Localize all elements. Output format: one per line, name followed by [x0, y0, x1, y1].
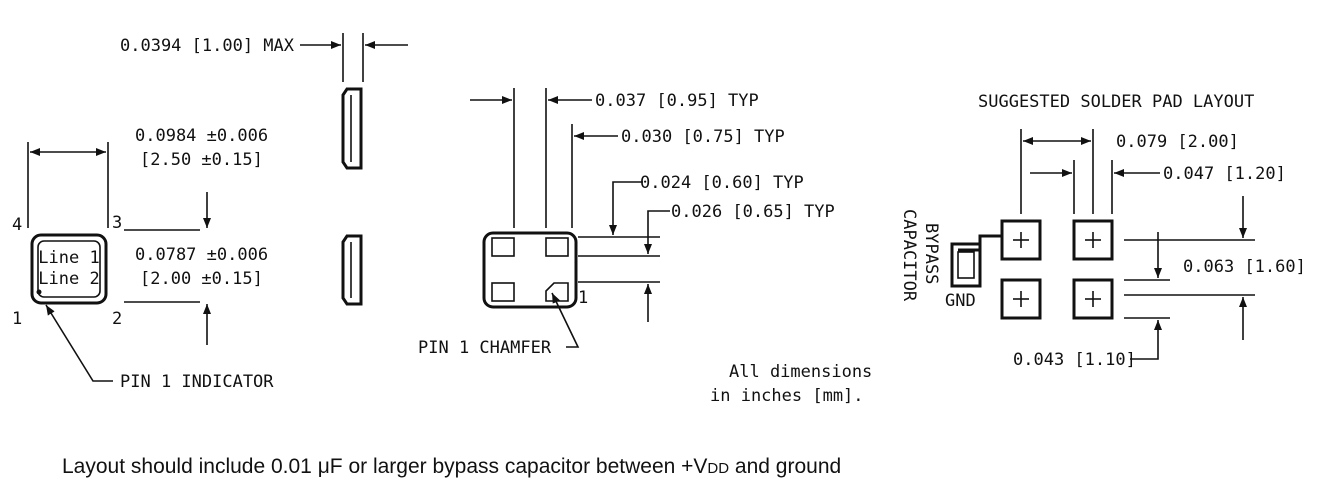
side-profile-top: [341, 87, 363, 170]
thickness-dimension: 0.0394 [1.00] MAX: [120, 36, 295, 56]
gnd-label: GND: [945, 291, 976, 311]
bottom-pin1-label: 1: [578, 288, 588, 308]
marking-line2: Line 2: [38, 269, 99, 289]
pin1-label: 1: [12, 309, 22, 329]
pin4-label: 4: [12, 215, 22, 235]
bottom-view: 1 0.037 [0.95] TYP 0.030 [0.75] TYP 0.02…: [418, 88, 872, 406]
bypass-note-subscript: DD: [707, 460, 729, 477]
bypass-note: Layout should include 0.01 μF or larger …: [62, 455, 841, 478]
height-dimension: 0.0787 ±0.006: [135, 245, 268, 265]
pad-h-dimension: 0.043 [1.10]: [1013, 350, 1136, 370]
pad-chamfer-pin1: [545, 282, 569, 302]
bypass-label: BYPASS: [921, 223, 941, 284]
top-view: Line 1 Line 2 0.0984 ±0.006 [2.50 ±0.15]…: [12, 126, 274, 392]
capacitor-outline: [950, 242, 982, 288]
marking-line1: Line 1: [38, 248, 99, 268]
pad-plus-icons: [1013, 232, 1101, 307]
pad-width-dimension: 0.030 [0.75] TYP: [621, 127, 785, 147]
pad-h-arrow-bottom: [1130, 320, 1162, 360]
pitch-dimension: 0.037 [0.95] TYP: [595, 91, 759, 111]
pad-top-left: [491, 237, 515, 257]
width-dimension: 0.0984 ±0.006: [135, 126, 268, 146]
height-dimension-mm: [2.00 ±0.15]: [140, 269, 263, 289]
units-note-line2: in inches [mm].: [710, 386, 864, 406]
pitch-y-dimension: 0.063 [1.60]: [1183, 257, 1306, 277]
pin2-label: 2: [112, 309, 122, 329]
package-inner-outline: [37, 240, 101, 298]
pad-w-dimension: 0.047 [1.20]: [1163, 164, 1286, 184]
pad-height-dimension: 0.024 [0.60] TYP: [640, 173, 804, 193]
pad-height-arrow: [609, 181, 643, 235]
solder-pad-top-left: [1000, 219, 1042, 261]
chamfer-label: PIN 1 CHAMFER: [418, 338, 552, 358]
solder-pad-bottom-left: [1000, 278, 1042, 320]
solder-pad-top-right: [1072, 219, 1114, 261]
solder-pad-bottom-right: [1072, 278, 1114, 320]
package-outline: [30, 233, 108, 305]
pin3-label: 3: [112, 213, 122, 233]
capacitor-body: [957, 251, 975, 279]
pin1-indicator-label: PIN 1 INDICATOR: [120, 372, 274, 392]
pad-gap-dimension: 0.026 [0.65] TYP: [671, 202, 835, 222]
capacitor-label: CAPACITOR: [899, 209, 919, 302]
pin1-dot-icon: [36, 289, 42, 295]
width-dimension-mm: [2.50 ±0.15]: [140, 150, 263, 170]
side-profile-bottom: [341, 234, 363, 306]
pad-top-right: [545, 237, 569, 257]
pitch-x-dimension: 0.079 [2.00]: [1116, 132, 1239, 152]
chamfer-leader: [551, 292, 580, 348]
bypass-note-prefix: Layout should include 0.01 μF or larger …: [62, 455, 707, 478]
pin1-indicator-leader: [45, 304, 113, 382]
units-note-line1: All dimensions: [729, 362, 872, 382]
pad-bottom-left: [491, 282, 515, 302]
side-view: 0.0394 [1.00] MAX: [120, 33, 408, 306]
solder-pad-title: SUGGESTED SOLDER PAD LAYOUT: [978, 92, 1254, 112]
bypass-note-suffix: and ground: [729, 455, 841, 478]
pad-gap-arrow-top: [644, 210, 670, 254]
solder-pad-layout: SUGGESTED SOLDER PAD LAYOUT BYPASS CAPAC…: [899, 92, 1306, 370]
bottom-outline: [482, 231, 578, 309]
